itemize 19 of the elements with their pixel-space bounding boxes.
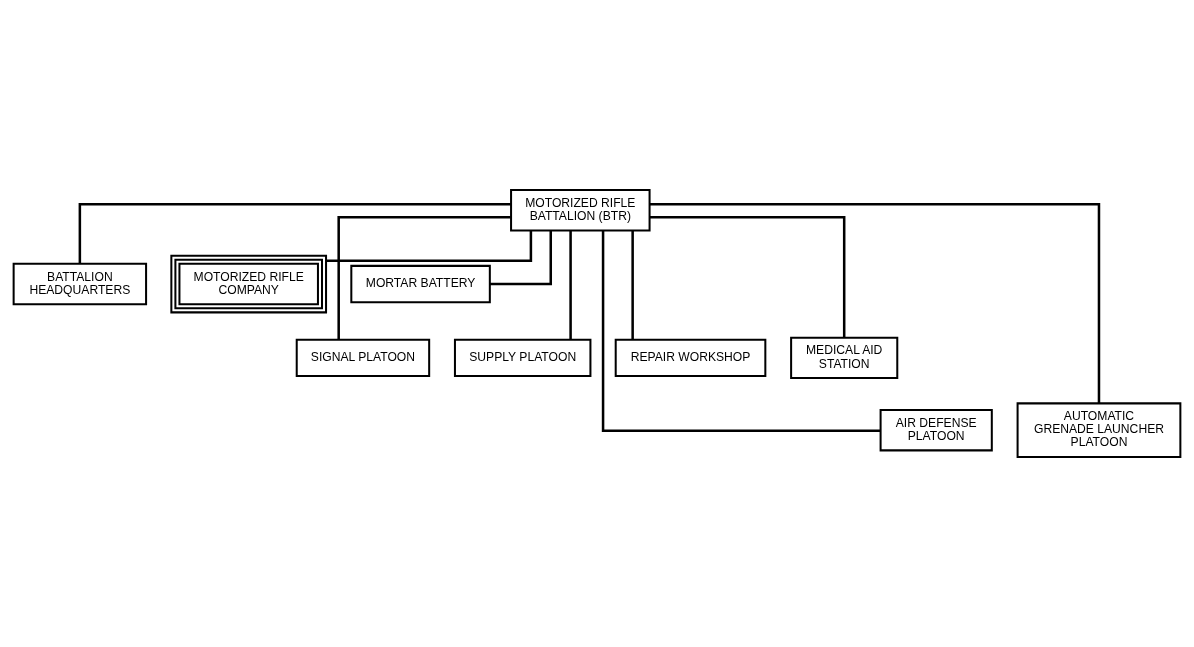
connector [78,202,511,264]
connector [649,216,846,338]
connector [337,216,511,340]
node-box: SIGNAL PLATOON [295,338,431,378]
node-box: SUPPLY PLATOON [453,338,592,378]
connector [569,230,572,340]
connector [326,230,533,263]
node-box: AIR DEFENSE PLATOON [879,408,993,452]
connector [631,230,634,340]
node-box: MORTAR BATTERY [350,264,491,304]
connector [489,230,552,286]
node-box: MEDICAL AID STATION [790,336,899,380]
node-box: MOTORIZED RIFLE BATTALION (BTR) [510,189,651,232]
node-box: REPAIR WORKSHOP [614,338,767,378]
node-box: AUTOMATIC GRENADE LAUNCHER PLATOON [1016,402,1182,458]
node-box: BATTALION HEADQUARTERS [12,262,148,306]
node-box: MOTORIZED RIFLE COMPANY [170,254,328,314]
connector [601,230,881,432]
connector [649,202,1101,404]
